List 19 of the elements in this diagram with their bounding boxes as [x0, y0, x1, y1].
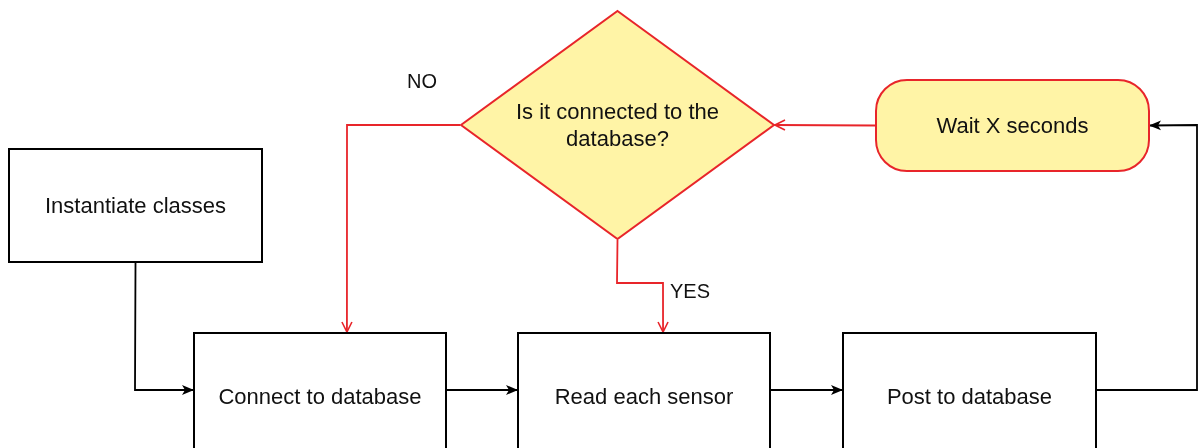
arrow	[774, 119, 876, 131]
arrow	[134, 262, 194, 395]
process-box	[8, 148, 263, 263]
node-label: Read each sensor	[553, 383, 735, 412]
node-label: Connect to database	[218, 383, 422, 411]
node-label: Is it connected to the database?	[515, 97, 720, 153]
arrow	[770, 385, 843, 395]
node-label: Wait X seconds	[935, 111, 1090, 140]
arrow	[341, 124, 461, 333]
arrow	[1096, 120, 1198, 391]
process-box	[517, 332, 771, 448]
arrow	[446, 385, 518, 395]
process-box	[842, 332, 1097, 448]
node-label: Instantiate classes	[44, 191, 227, 220]
wait-step	[875, 79, 1150, 172]
process-box	[193, 332, 447, 448]
decision-diamond	[460, 10, 775, 240]
arrow	[616, 239, 669, 333]
node-label: Post to database	[885, 383, 1054, 412]
